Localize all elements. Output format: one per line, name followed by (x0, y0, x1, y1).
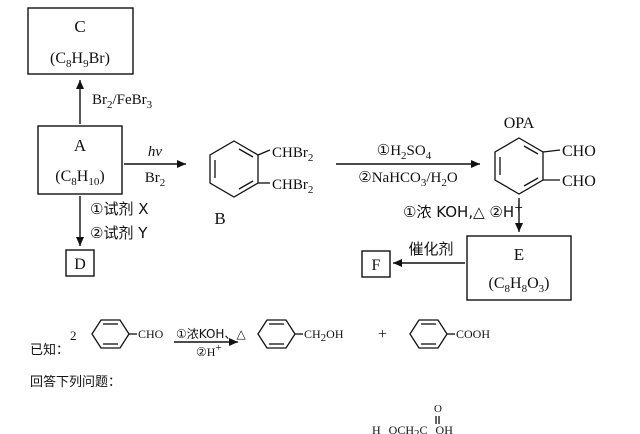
arrow-e-to-f: 催化剂 (393, 240, 465, 267)
compound-d-label: D (74, 256, 86, 273)
compound-d-box (65, 249, 95, 277)
reagent-nahco3: ②NaHCO3/H2O (358, 170, 458, 189)
arrow-a-to-d: ①试剂 X ②试剂 Y (76, 196, 149, 246)
compound-a-label: A (74, 136, 87, 155)
compound-b-label: B (214, 209, 225, 228)
known-prefix: 已知： (30, 342, 69, 358)
compound-c-label: C (74, 17, 85, 36)
known-condition-bottom: ②H+ (196, 342, 222, 359)
arrow-a-to-c: Br2/FeBr3 (76, 80, 153, 124)
arrow-b-to-opa: ①H2SO4 ②NaHCO3/H2O (336, 143, 480, 189)
compound-e-label: E (514, 245, 524, 264)
compound-opa-label: OPA (504, 115, 535, 132)
opa-cho-2: CHO (562, 173, 596, 190)
compound-e-formula: (C8H8O3) (489, 275, 550, 295)
arrow-opa-to-e: ①浓 KOH,△ ②H+ (403, 198, 523, 232)
known-reaction: 已知： 2 CHO ①浓KOH、△ ②H+ CH2OH + COOH (30, 319, 490, 359)
condition-light: hν (148, 144, 163, 160)
compound-f-label: F (372, 257, 381, 274)
b-substituent-2: CHBr2 (272, 177, 313, 196)
compound-d: D (65, 249, 95, 277)
question-heading: 回答下列问题： (30, 374, 121, 390)
known-ch2oh: CH2OH (304, 327, 344, 344)
compound-e: E (C8H8O3) (466, 235, 572, 301)
known-plus: + (378, 326, 387, 343)
compound-f-box (361, 250, 391, 278)
compound-c: C (C8H9Br) (27, 7, 134, 75)
arrow-a-to-b: hν Br2 (124, 144, 186, 189)
reagent-koh: ①浓 KOH,△ ②H+ (403, 201, 523, 221)
compound-a-box (37, 125, 123, 195)
opa-cho-1: CHO (562, 143, 596, 160)
compound-opa-structure: OPA CHO CHO (494, 115, 596, 195)
known-coefficient: 2 (70, 328, 77, 343)
compound-c-box (27, 7, 134, 75)
reagent-a-to-c: Br2/FeBr3 (92, 92, 153, 111)
compound-a: A (C8H10) (37, 125, 123, 195)
reagent-y: ②试剂 Y (90, 224, 148, 242)
reagent-a-to-b: Br2 (145, 170, 166, 189)
compound-e-box (466, 235, 572, 301)
compound-f: F (361, 250, 391, 278)
known-condition-top: ①浓KOH、△ (176, 327, 246, 341)
compound-c-formula: (C8H9Br) (50, 50, 110, 70)
known-cho: CHO (138, 327, 164, 341)
reagent-catalyst: 催化剂 (408, 240, 453, 258)
b-substituent-1: CHBr2 (272, 145, 313, 164)
compound-a-formula: (C8H10) (55, 168, 104, 188)
reagent-x: ①试剂 X (90, 200, 149, 218)
carbonyl-o: O (434, 403, 442, 415)
known-cooh: COOH (456, 327, 490, 341)
compound-b-structure: CHBr2 CHBr2 B (209, 140, 313, 228)
reagent-h2so4: ①H2SO4 (377, 143, 432, 162)
